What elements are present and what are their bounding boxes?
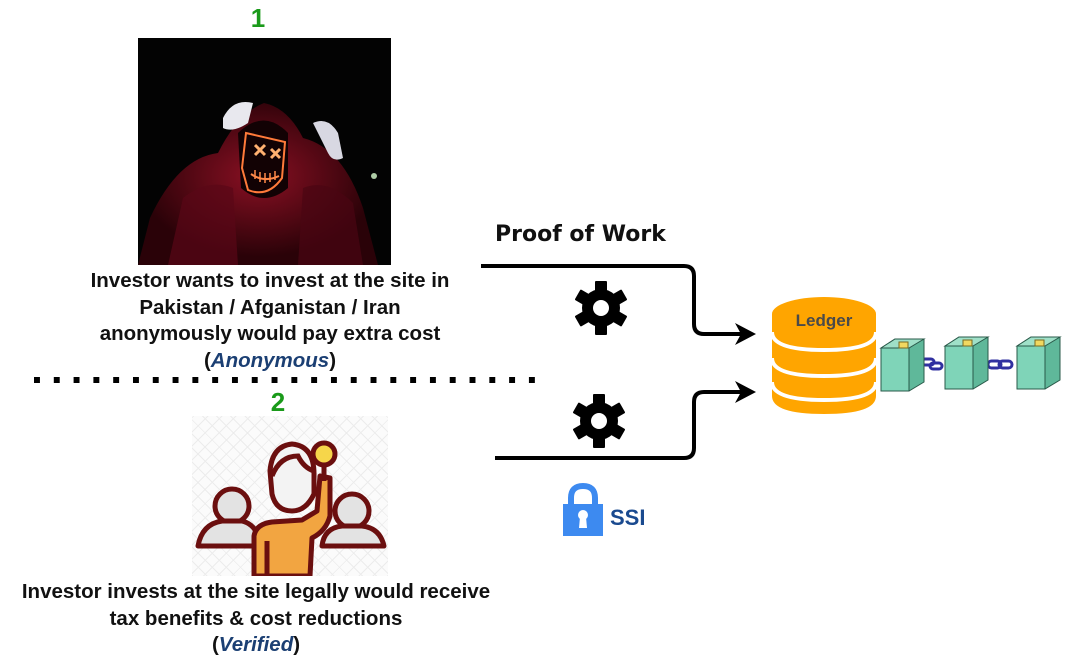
ledger-database-icon <box>770 297 878 414</box>
scenario-2-number: 2 <box>270 387 286 417</box>
scenario-1-caption-line: Pakistan / Afganistan / Iran <box>139 295 401 319</box>
anonymous-arrowhead <box>735 323 756 345</box>
scenario-1-caption: Investor wants to invest at the site in … <box>40 268 500 374</box>
locked-block-icon <box>943 336 990 390</box>
hooded-figure-icon <box>138 102 378 265</box>
scenario-2-caption-line: Investor invests at the site legally wou… <box>21 580 491 603</box>
scenario-2-caption: Investor invests at the site legally wou… <box>0 579 512 659</box>
proof-of-work-label: Proof of Work <box>495 222 666 247</box>
anonymous-investor-image <box>138 38 391 265</box>
locked-block-icon <box>1015 336 1062 390</box>
verified-flow-arrow <box>495 390 742 460</box>
scenario-2-caption-line: tax benefits & cost reductions <box>109 606 403 630</box>
group-people-icon <box>195 440 387 579</box>
scenario-2-status: (Verified) <box>211 633 301 656</box>
ledger-label: Ledger <box>795 311 853 330</box>
verified-arrowhead <box>735 381 756 403</box>
scenario-1-number: 1 <box>250 3 266 33</box>
anonymous-flow-arrow <box>481 264 742 336</box>
locked-block-icon <box>879 338 926 392</box>
gear-icon <box>574 281 628 335</box>
blockchain-chain <box>879 336 1062 392</box>
verified-investor-image <box>192 416 388 579</box>
scenario-1-status: (Anonymous) <box>203 348 337 372</box>
anonymous-status-label: Anonymous <box>210 348 330 372</box>
scenario-1-caption-line: Investor wants to invest at the site in <box>90 269 450 292</box>
lock-icon <box>563 483 603 536</box>
verified-status-label: Verified <box>218 633 294 656</box>
scenario-1-caption-line: anonymously would pay extra cost <box>99 322 441 345</box>
gear-icon <box>572 394 626 448</box>
ssi-label: SSI <box>610 505 646 530</box>
scenario-divider <box>34 377 546 383</box>
